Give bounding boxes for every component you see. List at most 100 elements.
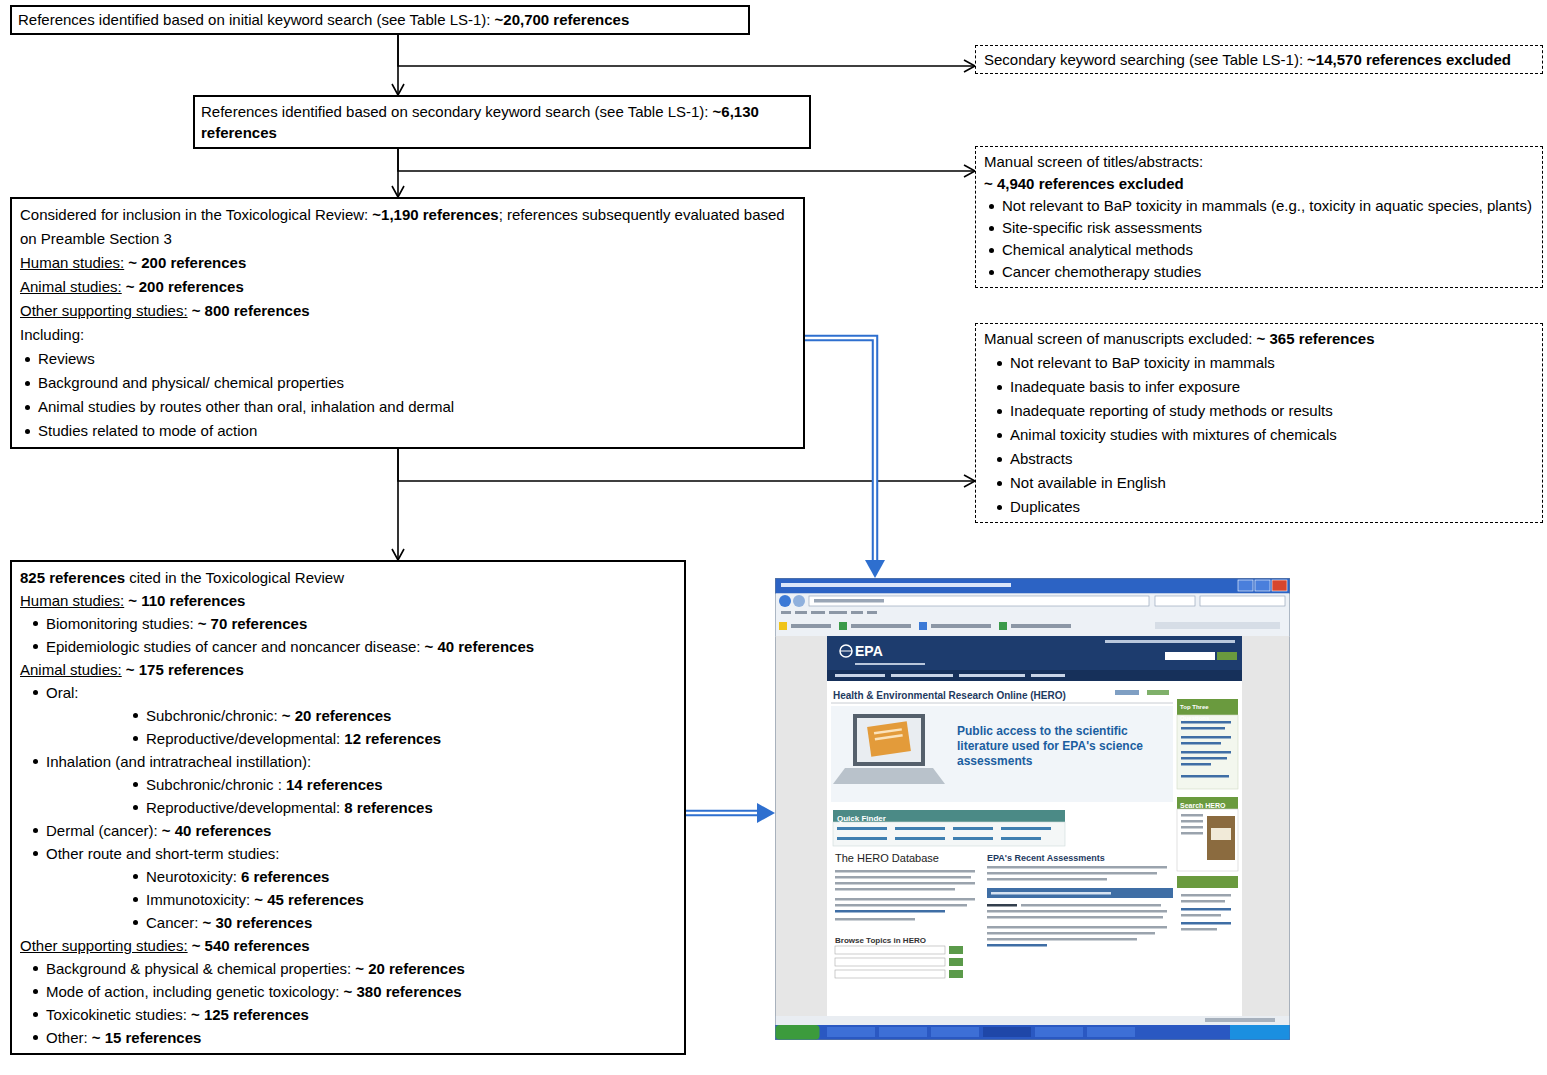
text-row: Subchronic/chronic :14 references: [20, 773, 676, 796]
box-text: Manual screen of manuscripts excluded:: [984, 330, 1252, 347]
bullet-dot: [133, 805, 138, 810]
double-line-gap: [805, 338, 875, 562]
box-text: ~ 20 references: [282, 707, 392, 724]
bullet-dot: [133, 782, 138, 787]
box-text: 12 references: [344, 730, 441, 747]
box-text: The HERO Database: [835, 852, 939, 864]
box-text: Mode of action, including genetic toxico…: [46, 983, 340, 1000]
box-text: Biomonitoring studies:: [46, 615, 194, 632]
box-text: ~ 200 references: [128, 254, 246, 271]
arrow-head: [964, 165, 975, 177]
box-text: 8 references: [344, 799, 432, 816]
bullet-dot: [997, 409, 1002, 414]
bullet-dot: [33, 621, 38, 626]
text-row: Not relevant to BaP toxicity in mammals: [984, 351, 1534, 375]
arrow-head: [865, 560, 885, 578]
box-text: Search HERO: [1180, 802, 1226, 809]
text-row: Biomonitoring studies:~ 70 references: [20, 612, 676, 635]
bullet-dot: [25, 357, 30, 362]
bullet-dot: [25, 405, 30, 410]
text-row: Manual screen of manuscripts excluded:~ …: [984, 327, 1534, 351]
bullet-dot: [33, 851, 38, 856]
box-text: Epidemiologic studies of cancer and nonc…: [46, 638, 420, 655]
text-row: References identified based on initial k…: [18, 10, 742, 30]
status-and-taskbar: [776, 1016, 1290, 1040]
text-row: Studies related to mode of action: [20, 419, 795, 443]
text-row: Background and physical/ chemical proper…: [20, 371, 795, 395]
text-row: Considered for inclusion in the Toxicolo…: [20, 203, 795, 251]
screenshot-text-holder: EPA's Recent Assessments: [987, 850, 1167, 864]
text-row: Manual screen of titles/abstracts:: [984, 151, 1534, 173]
box-text: ~1,190 references: [372, 206, 498, 223]
bullet-dot: [33, 1012, 38, 1017]
box-text: Not available in English: [1010, 474, 1166, 491]
box-text: Manual screen of titles/abstracts:: [984, 153, 1203, 170]
text-row: Epidemiologic studies of cancer and nonc…: [20, 635, 676, 658]
bullet-dot: [997, 505, 1002, 510]
text-row: Including:: [20, 323, 795, 347]
box-text: Not relevant to BaP toxicity in mammals …: [1002, 197, 1532, 214]
box-text: Reproductive/developmental:: [146, 730, 340, 747]
box-text: Inadequate basis to infer exposure: [1010, 378, 1240, 395]
box-text: Considered for inclusion in the Toxicolo…: [20, 206, 368, 223]
screenshot-text-holder: Search HERO: [1180, 799, 1238, 810]
box-text: Toxicokinetic studies:: [46, 1006, 187, 1023]
bullet-dot: [33, 1035, 38, 1040]
box-text: Animal studies:: [20, 278, 122, 295]
box-text: ~20,700 references: [495, 11, 630, 28]
bullet-dot: [997, 385, 1002, 390]
text-row: Oral:: [20, 681, 676, 704]
box-text: ~ 540 references: [192, 937, 310, 954]
box-text: cited in the Toxicological Review: [129, 569, 344, 586]
exclusion-box: Manual screen of titles/abstracts:~ 4,94…: [975, 146, 1543, 288]
process-box: Considered for inclusion in the Toxicolo…: [10, 197, 805, 449]
screenshot-text-holder: Public access to the scientific literatu…: [957, 723, 1147, 768]
bullet-dot: [133, 897, 138, 902]
arrow-head: [392, 186, 404, 197]
text-row: Reviews: [20, 347, 795, 371]
box-text: ~ 380 references: [344, 983, 462, 1000]
reference-link-arrow: [805, 338, 885, 578]
exclusion-box: Secondary keyword searching (see Table L…: [975, 45, 1543, 74]
text-row: Subchronic/chronic:~ 20 references: [20, 704, 676, 727]
text-row: 825 referencescited in the Toxicological…: [20, 566, 676, 589]
box-text: Animal toxicity studies with mixtures of…: [1010, 426, 1337, 443]
box-text: Studies related to mode of action: [38, 422, 257, 439]
bullet-dot: [133, 713, 138, 718]
box-text: Inadequate reporting of study methods or…: [1010, 402, 1333, 419]
website-screenshot: [775, 578, 1290, 1040]
connector-line: [398, 35, 975, 66]
box-text: Oral:: [46, 684, 79, 701]
box-text: Abstracts: [1010, 450, 1073, 467]
text-row: Inadequate basis to infer exposure: [984, 375, 1534, 399]
box-text: Other supporting studies:: [20, 302, 188, 319]
box-text: Reviews: [38, 350, 95, 367]
arrow-head: [757, 803, 775, 823]
box-text: ~ 200 references: [126, 278, 244, 295]
box-text: Health & Environmental Research Online (…: [833, 690, 1066, 701]
box-text: Background & physical & chemical propert…: [46, 960, 351, 977]
screenshot-text-holder: EPA: [855, 643, 899, 659]
box-text: Other supporting studies:: [20, 937, 188, 954]
box-text: Dermal (cancer):: [46, 822, 158, 839]
text-row: Mode of action, including genetic toxico…: [20, 980, 676, 1003]
text-row: Secondary keyword searching (see Table L…: [984, 49, 1534, 70]
bullet-dot: [33, 644, 38, 649]
box-text: ~ 175 references: [126, 661, 244, 678]
box-text: ~ 125 references: [191, 1006, 309, 1023]
text-row: Reproductive/developmental:12 references: [20, 727, 676, 750]
box-text: Animal studies by routes other than oral…: [38, 398, 454, 415]
text-row: Toxicokinetic studies:~ 125 references: [20, 1003, 676, 1026]
box-text: Animal studies:: [20, 661, 122, 678]
process-box: References identified based on initial k…: [10, 5, 750, 35]
screenshot-text-holder: Top Three Questions: [1180, 700, 1238, 722]
text-row: Animal studies:~ 200 references: [20, 275, 795, 299]
box-text: Quick Finder: [837, 814, 886, 823]
bullet-dot: [33, 828, 38, 833]
text-row: References identified based on secondary…: [201, 101, 803, 143]
bullet-dot: [997, 457, 1002, 462]
box-text: Cancer:: [146, 914, 199, 931]
box-text: References identified based on secondary…: [201, 103, 709, 120]
box-text: 6 references: [241, 868, 329, 885]
